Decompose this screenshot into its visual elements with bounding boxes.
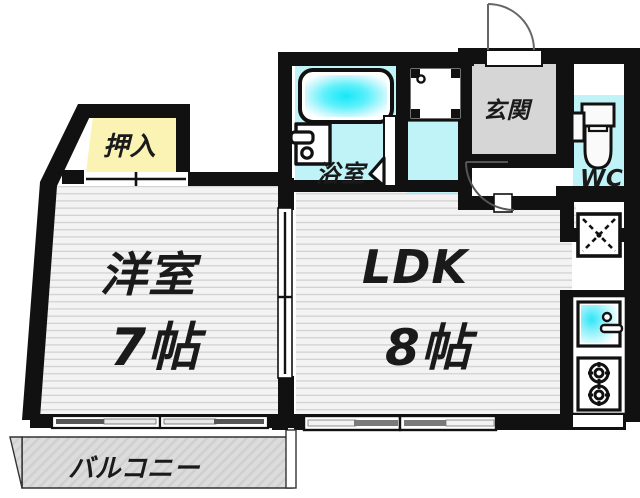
sliding-door-icon-closet[interactable] [84, 172, 188, 186]
wall-jamb-left [62, 170, 84, 184]
area-balcony [9, 436, 293, 489]
toilet-icon [570, 102, 616, 170]
storage-x-icon [576, 212, 622, 258]
sink-icon [576, 300, 624, 348]
swing-door-icon-entrance[interactable] [485, 3, 543, 67]
bathtub-icon [298, 68, 394, 124]
room-oshiire [86, 115, 184, 173]
sliding-window-icon-washitsu[interactable] [50, 414, 270, 430]
swing-door-icon-genkan[interactable] [465, 161, 515, 213]
room-washitsu [40, 175, 285, 418]
washing-machine-icon [407, 65, 464, 122]
window-icon-ldk-right [571, 413, 625, 429]
wall-oshiire [78, 104, 286, 186]
stove-icon [576, 356, 622, 412]
sliding-window-icon-ldk[interactable] [302, 414, 498, 432]
sliding-door-icon-partition[interactable] [277, 207, 293, 379]
faucet-icon [289, 122, 332, 166]
folding-door-icon[interactable] [368, 115, 397, 188]
balcony-railing [272, 414, 297, 489]
wall-exterior [22, 104, 92, 420]
room-genkan [470, 62, 562, 159]
room-ldk [296, 186, 576, 418]
